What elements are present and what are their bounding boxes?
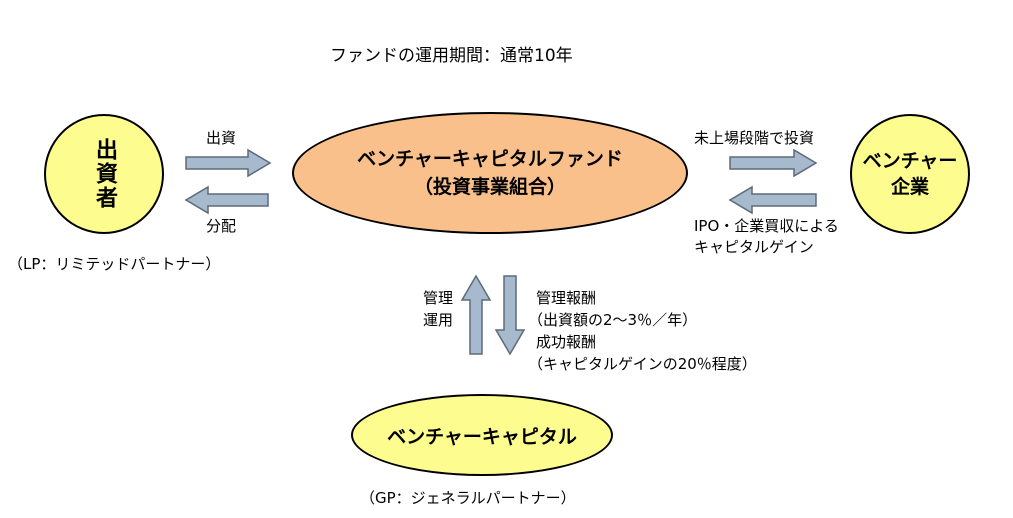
diagram-title: ファンドの運用期間：通常10年 (330, 46, 573, 66)
investor-circle: 出資者 (44, 114, 164, 234)
fund-subtitle: （投資事業組合） (413, 176, 566, 198)
fund-ellipse: ベンチャーキャピタルファンド （投資事業組合） (292, 112, 688, 234)
arrow-invest-venture-right (729, 148, 818, 178)
label-capital-gain-1: IPO・企業買収による (694, 217, 839, 235)
label-fee-1: 管理報酬 (536, 289, 597, 307)
label-distribution: 分配 (206, 217, 237, 235)
venture-capital-label: ベンチャーキャピタル (387, 425, 577, 448)
label-management-1: 管理 (423, 289, 454, 307)
label-investment: 出資 (206, 129, 237, 147)
label-capital-gain-2: キャピタルゲイン (694, 238, 814, 256)
arrow-management-up (460, 274, 492, 355)
venture-company-line2: 企業 (890, 176, 929, 198)
investor-caption: （LP：リミテッドパートナー） (8, 255, 221, 273)
label-fee-3: 成功報酬 (536, 333, 597, 351)
label-management-2: 運用 (423, 311, 454, 329)
arrow-distribution-left (184, 185, 269, 215)
arrow-fee-down (494, 275, 526, 356)
label-fee-4: （キャピタルゲインの20％程度） (528, 355, 757, 373)
label-fee-2: （出資額の2～3％／年） (528, 311, 698, 329)
venture-company-circle: ベンチャー 企業 (850, 114, 970, 234)
arrow-capital-gain-left (728, 185, 817, 215)
venture-company-line1: ベンチャー (862, 150, 958, 172)
venture-capital-caption: （GP：ジェネラルパートナー） (360, 489, 576, 507)
fund-name: ベンチャーキャピタルファンド (357, 148, 623, 170)
venture-capital-ellipse: ベンチャーキャピタル (351, 394, 613, 476)
label-invest-pre-listing: 未上場段階で投資 (694, 129, 815, 147)
investor-label: 出資者 (92, 138, 117, 210)
arrow-investment-right (185, 148, 272, 178)
